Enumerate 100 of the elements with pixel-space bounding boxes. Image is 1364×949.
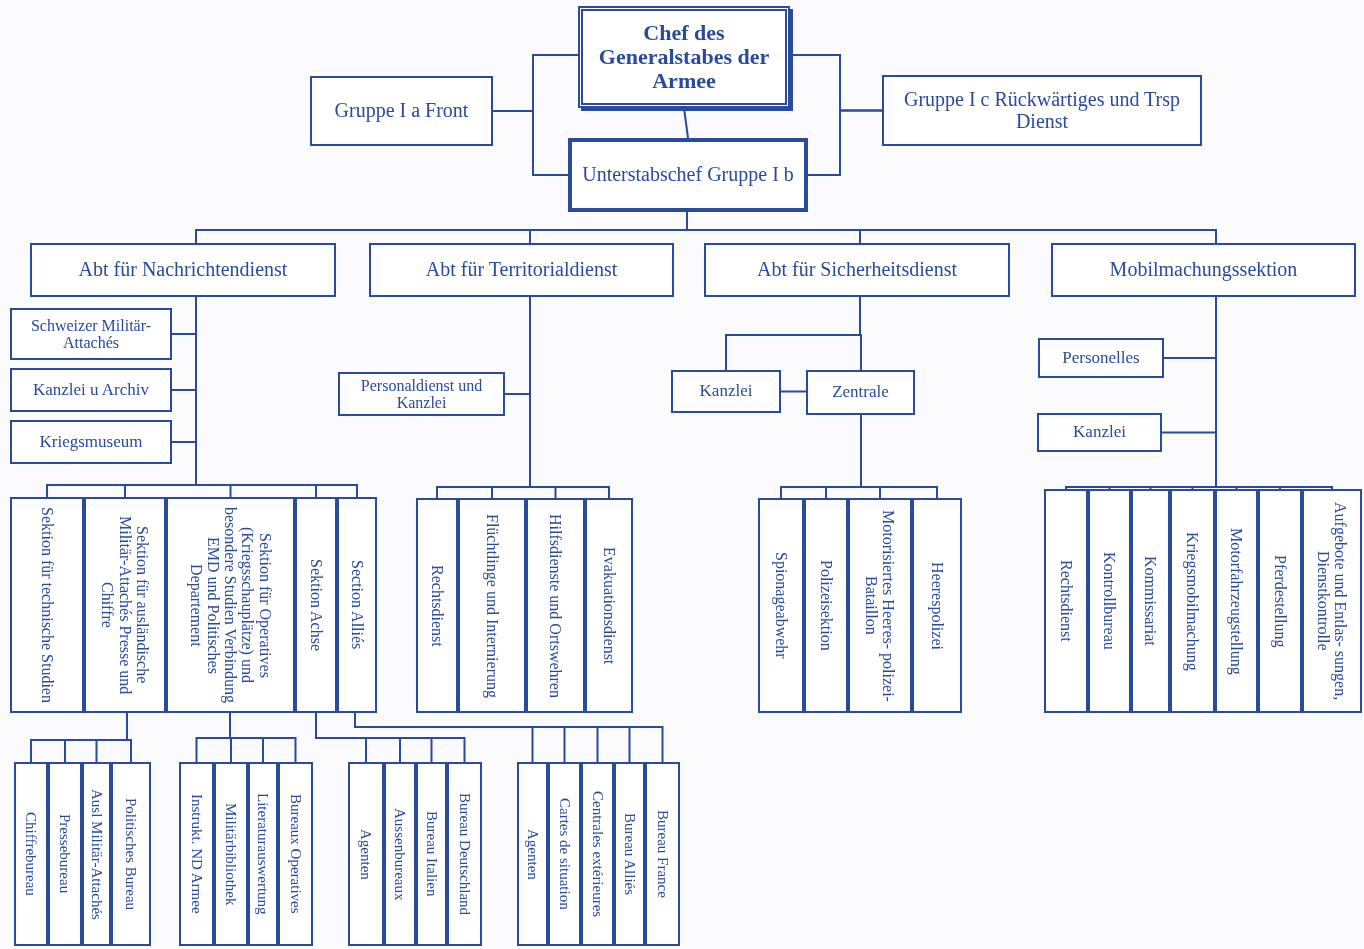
org-unit-box (912, 498, 962, 713)
unit-label: Literaturauswertung (254, 793, 272, 915)
unit-label: Zentrale (832, 383, 889, 402)
unit-label: Pferdestellung (1271, 554, 1289, 648)
unit-label: Rechtsdienst (1057, 560, 1075, 642)
unit-label: Ausl Militär-Attachés (88, 788, 105, 920)
unit-label: Militärbibliothek (222, 802, 240, 906)
connector-line (315, 712, 466, 763)
org-unit-box (1038, 338, 1164, 378)
unit-label: Abt für Nachrichtendienst (78, 259, 288, 281)
org-unit-box (214, 762, 248, 946)
org-unit-box (82, 762, 111, 946)
connector-line (229, 712, 297, 763)
connector-line (492, 110, 569, 176)
unit-label: Bureaux Operatives (287, 794, 304, 914)
org-unit-box (295, 497, 337, 713)
org-unit-box (111, 762, 151, 946)
unit-label: Aussenbureaux (391, 807, 409, 901)
org-unit-box (882, 75, 1202, 146)
org-unit-box (30, 243, 336, 297)
org-unit-box (1215, 489, 1258, 713)
org-unit-box (1044, 489, 1088, 713)
unit-label: Personaldienst und Kanzlei (359, 376, 484, 412)
org-unit-box (517, 762, 548, 946)
unit-label: Bureau France (654, 810, 671, 898)
unit-label: Spionageabwehr (772, 552, 790, 659)
connector-line (807, 109, 883, 176)
unit-label: Centrales extérieures (589, 790, 606, 918)
unit-label: Pressebureau (56, 814, 74, 894)
org-unit-box (166, 497, 295, 713)
unit-label: Hilfsdienste und Ortswehren (546, 513, 565, 698)
unit-label: Instrukt. ND Armee (188, 794, 205, 914)
org-unit-box (1258, 489, 1302, 713)
org-unit-box (848, 498, 912, 713)
unit-label: Mobilmachungssektion (1109, 259, 1298, 281)
org-unit-box (337, 497, 377, 713)
org-unit-box (10, 308, 172, 360)
connector-line (860, 414, 938, 499)
org-unit-box (704, 243, 1010, 297)
unit-label: Agenten (357, 828, 375, 880)
org-unit-box (447, 762, 482, 946)
unit-label: Sektion für technische Studien (38, 507, 56, 703)
unit-label: Kriegsmuseum (39, 432, 143, 452)
unit-label: Gruppe I a Front (334, 100, 469, 122)
org-unit-box (614, 762, 645, 946)
org-unit-box (84, 497, 166, 713)
unit-label: Rechtsdienst (428, 564, 446, 647)
org-unit-box (14, 762, 48, 946)
org-unit-box (384, 762, 416, 946)
unit-label: Politisches Bureau (122, 797, 140, 911)
org-unit-box (1302, 489, 1362, 713)
org-unit-box (10, 420, 172, 464)
org-unit-box (671, 370, 781, 413)
unit-label: Kanzlei (1073, 423, 1126, 442)
unit-label: Unterstabschef Gruppe I b (582, 164, 794, 186)
unit-label: Evakuationsdienst (600, 546, 618, 665)
org-unit-box (416, 498, 458, 713)
connector-line (529, 296, 610, 499)
org-unit-box (416, 762, 447, 946)
org-unit-box (179, 762, 214, 946)
org-unit-box (348, 762, 384, 946)
org-unit-box (248, 762, 278, 946)
org-unit-box (1037, 413, 1162, 452)
org-unit-box (578, 6, 790, 108)
unit-label: Polizeisektion (817, 560, 835, 651)
unit-label: Gruppe I c Rückwärtiges und Trsp Dienst (902, 88, 1182, 133)
unit-label: Cartes de situation (556, 798, 573, 910)
org-unit-box (581, 762, 614, 946)
unit-label: Flüchtlinge und Internierung (483, 513, 501, 698)
connector-line (195, 296, 358, 498)
org-unit-box (758, 498, 804, 713)
unit-label: Aufgebote und Entlas- sungen, Dienstkontrolle (1314, 500, 1350, 703)
unit-label: Kriegsmobilmachung (1183, 531, 1202, 671)
unit-label: Abt für Territorialdienst (425, 259, 618, 281)
org-unit-box (568, 138, 808, 212)
org-unit-box (526, 498, 585, 713)
unit-label: Schweizer Militär-Attachés (29, 316, 153, 352)
org-unit-box (48, 762, 82, 946)
unit-label: Chiffrebureau (22, 812, 40, 896)
org-unit-box (458, 498, 526, 713)
unit-label: Motorfahrzeugstellung (1227, 527, 1246, 675)
unit-label: Chef des Generalstabes der Armee (597, 21, 771, 93)
unit-label: Heerespolizei (928, 561, 946, 650)
org-unit-box (804, 498, 848, 713)
unit-label: Sektion für ausländische Militär-Attachés Presse und Chiffre (99, 514, 151, 697)
unit-label: Sektion Achse (307, 559, 325, 651)
org-unit-box (645, 762, 680, 946)
connector-line (780, 390, 807, 393)
org-unit-box (369, 243, 674, 297)
unit-label: Section Alliés (348, 560, 366, 650)
org-unit-box (338, 372, 505, 416)
org-unit-box (310, 76, 493, 146)
org-unit-box (548, 762, 581, 946)
unit-label: Motorisiertes Heeres- polizei-Bataillon (862, 508, 898, 704)
unit-label: Kontrollbureau (1100, 552, 1119, 650)
unit-label: Bureau Alliés (621, 812, 638, 896)
unit-label: Personelles (1062, 348, 1140, 368)
unit-label: Bureau Deutschland (456, 792, 473, 915)
org-unit-box (10, 497, 84, 713)
unit-label: Abt für Sicherheitsdienst (757, 259, 957, 281)
